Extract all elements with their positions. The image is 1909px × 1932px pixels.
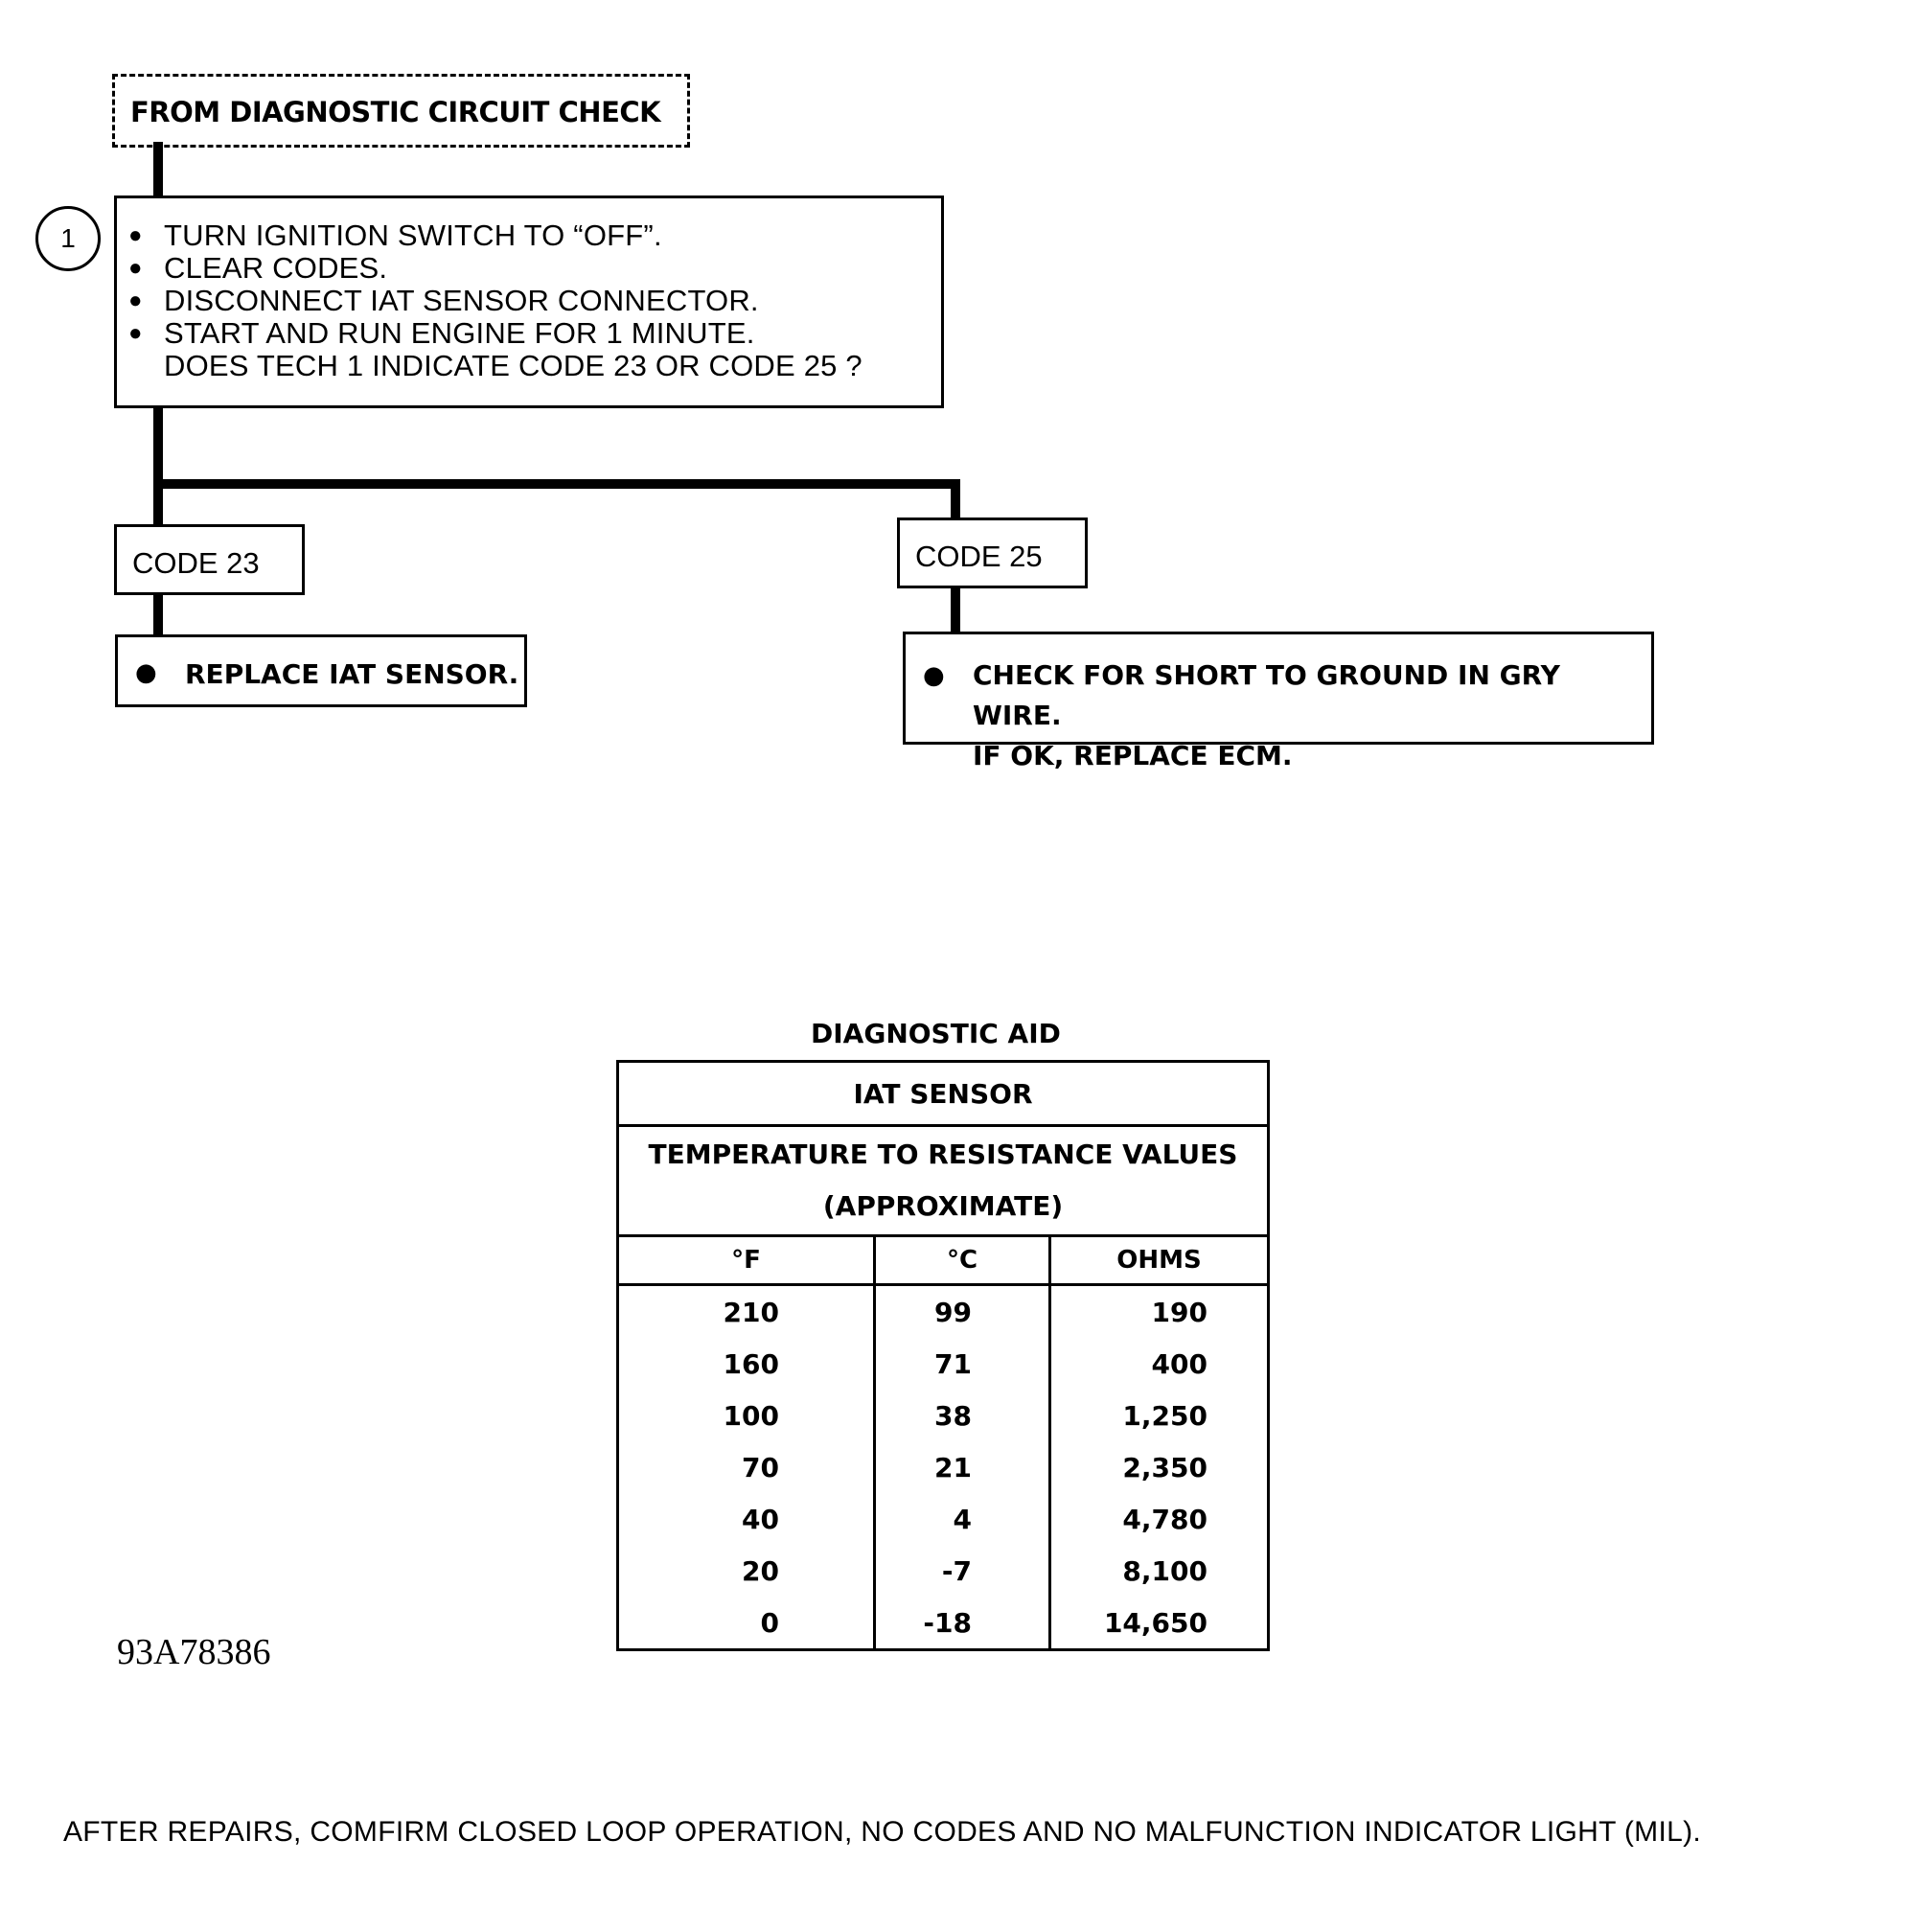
- table-subheading-line1: TEMPERATURE TO RESISTANCE VALUES: [648, 1138, 1238, 1170]
- step1-item: ●DISCONNECT IAT SENSOR CONNECTOR.: [128, 284, 759, 317]
- bullet-icon: ●: [135, 658, 157, 687]
- table-row: 160 71 400: [616, 1338, 1270, 1390]
- bullet-icon: ●: [923, 661, 945, 690]
- cell-celsius: 71: [873, 1338, 1051, 1390]
- step-number-circle: 1: [35, 206, 101, 271]
- action-code25-line2: IF OK, REPLACE ECM.: [973, 740, 1293, 771]
- column-header-ohms: OHMS: [1048, 1235, 1270, 1286]
- branch-code23-box: CODE 23: [114, 524, 305, 595]
- cell-ohms: 400: [1048, 1338, 1270, 1390]
- bullet-icon: ●: [128, 320, 143, 346]
- table-row: 70 21 2,350: [616, 1441, 1270, 1493]
- diagnostic-aid-title: DIAGNOSTIC AID: [811, 1018, 1061, 1049]
- diagnostic-aid-table: IAT SENSOR TEMPERATURE TO RESISTANCE VAL…: [616, 1060, 1270, 1651]
- cell-fahrenheit: 20: [616, 1545, 876, 1597]
- step1-question: DOES TECH 1 INDICATE CODE 23 OR CODE 25 …: [164, 349, 862, 382]
- cell-ohms: 8,100: [1048, 1545, 1270, 1597]
- start-box: FROM DIAGNOSTIC CIRCUIT CHECK: [112, 74, 690, 148]
- table-heading: IAT SENSOR: [616, 1061, 1270, 1127]
- table-row: 40 4 4,780: [616, 1493, 1270, 1545]
- branch-code25-box: CODE 25: [897, 518, 1088, 588]
- connector-step1-down: [153, 408, 163, 524]
- action-code23-box: ● REPLACE IAT SENSOR.: [115, 634, 527, 707]
- cell-fahrenheit: 160: [616, 1338, 876, 1390]
- cell-celsius: 21: [873, 1441, 1051, 1493]
- table-row: 0 -18 14,650: [616, 1597, 1270, 1650]
- step1-item: ●TURN IGNITION SWITCH TO “OFF”.: [128, 218, 662, 252]
- cell-fahrenheit: 100: [616, 1390, 876, 1441]
- action-code23-text: REPLACE IAT SENSOR.: [185, 658, 519, 690]
- table-subheading-line2: (APPROXIMATE): [822, 1190, 1064, 1222]
- start-label: FROM DIAGNOSTIC CIRCUIT CHECK: [130, 96, 661, 128]
- connector-branch-right-down: [951, 479, 960, 518]
- action-code25-line1: CHECK FOR SHORT TO GROUND IN GRY WIRE.: [973, 659, 1560, 731]
- branch-code25-label: CODE 25: [915, 540, 1043, 573]
- cell-ohms: 190: [1048, 1284, 1270, 1338]
- cell-celsius: -7: [873, 1545, 1051, 1597]
- action-code25-box: ● CHECK FOR SHORT TO GROUND IN GRY WIRE.…: [903, 632, 1654, 771]
- cell-fahrenheit: 40: [616, 1493, 876, 1545]
- table-subheading: TEMPERATURE TO RESISTANCE VALUES (APPROX…: [616, 1125, 1270, 1237]
- step1-item: ●CLEAR CODES.: [128, 251, 388, 285]
- cell-ohms: 1,250: [1048, 1390, 1270, 1441]
- bullet-icon: ●: [128, 255, 143, 281]
- cell-fahrenheit: 210: [616, 1284, 876, 1338]
- column-header-fahrenheit: °F: [616, 1235, 876, 1286]
- branch-code23-label: CODE 23: [132, 546, 260, 580]
- cell-celsius: 4: [873, 1493, 1051, 1545]
- step1-items: ●TURN IGNITION SWITCH TO “OFF”. ●CLEAR C…: [128, 219, 862, 382]
- footer-note: AFTER REPAIRS, COMFIRM CLOSED LOOP OPERA…: [63, 1816, 1701, 1848]
- cell-ohms: 2,350: [1048, 1441, 1270, 1493]
- column-header-celsius: °C: [873, 1235, 1051, 1286]
- cell-ohms: 4,780: [1048, 1493, 1270, 1545]
- connector-branch-horizontal: [153, 479, 960, 489]
- table-row: 20 -7 8,100: [616, 1545, 1270, 1597]
- cell-fahrenheit: 0: [616, 1597, 876, 1650]
- cell-celsius: -18: [873, 1597, 1051, 1650]
- table-row: 210 99 190: [616, 1284, 1270, 1338]
- cell-celsius: 38: [873, 1390, 1051, 1441]
- cell-fahrenheit: 70: [616, 1441, 876, 1493]
- cell-celsius: 99: [873, 1284, 1051, 1338]
- connector-code25-to-action: [951, 588, 960, 632]
- figure-id: 93A78386: [117, 1632, 271, 1672]
- bullet-icon: ●: [128, 288, 143, 313]
- step1-box: ●TURN IGNITION SWITCH TO “OFF”. ●CLEAR C…: [114, 196, 944, 408]
- connector-start-to-step1: [153, 142, 163, 196]
- bullet-icon: ●: [128, 222, 143, 248]
- connector-code23-to-action: [153, 595, 163, 634]
- table-row: 100 38 1,250: [616, 1390, 1270, 1441]
- step1-item: ●START AND RUN ENGINE FOR 1 MINUTE.: [128, 316, 755, 350]
- cell-ohms: 14,650: [1048, 1597, 1270, 1650]
